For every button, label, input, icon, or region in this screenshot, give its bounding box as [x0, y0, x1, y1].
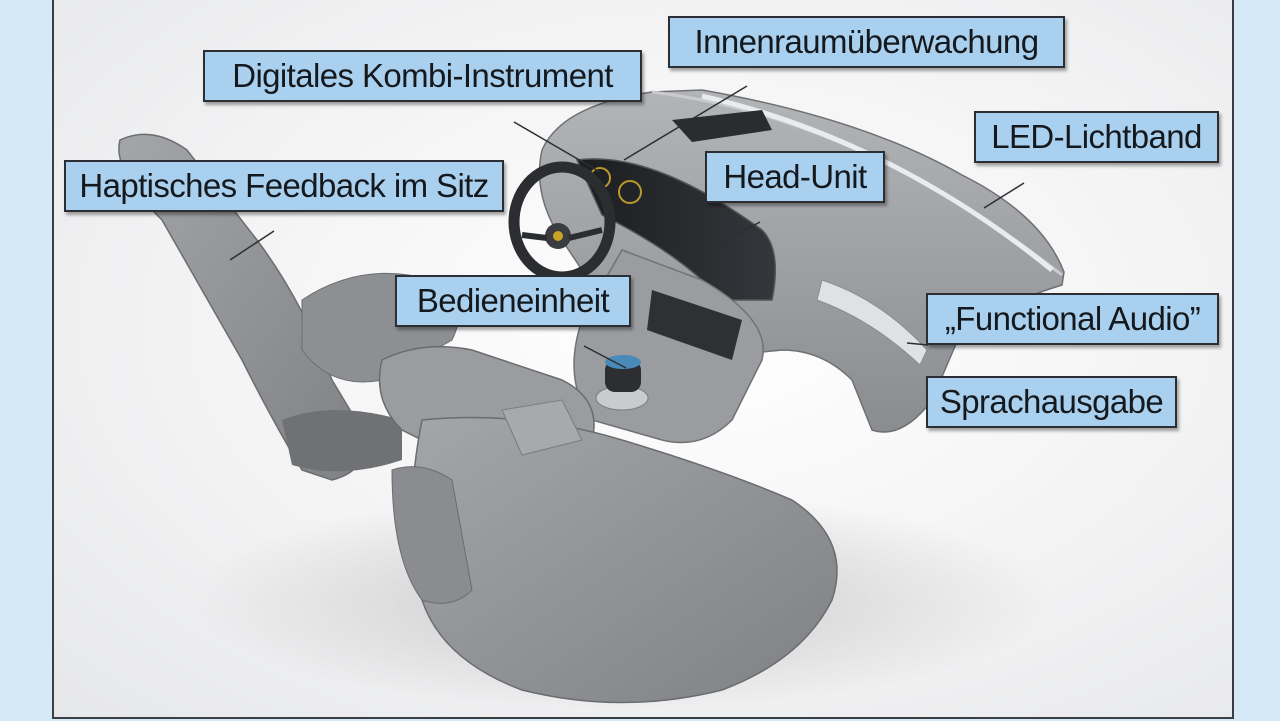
label-digitales-kombi-instrument: Digitales Kombi-Instrument [203, 50, 642, 102]
label-functional-audio: „Functional Audio” [926, 293, 1219, 345]
label-haptisches-feedback: Haptisches Feedback im Sitz [64, 160, 504, 212]
side-trim-speaker [816, 279, 928, 366]
front-seat [378, 345, 838, 704]
diagram-frame [52, 0, 1234, 719]
label-bedieneinheit: Bedieneinheit [395, 275, 631, 327]
head-unit-screen [575, 158, 777, 301]
label-innenraumueberwachung: Innenraumüberwachung [668, 16, 1065, 68]
label-head-unit: Head-Unit [705, 151, 885, 203]
label-led-lichtband: LED-Lichtband [974, 111, 1219, 163]
label-sprachausgabe: Sprachausgabe [926, 376, 1177, 428]
cluster-gauge-right [618, 180, 642, 204]
car-interior-illustration [118, 89, 1065, 710]
